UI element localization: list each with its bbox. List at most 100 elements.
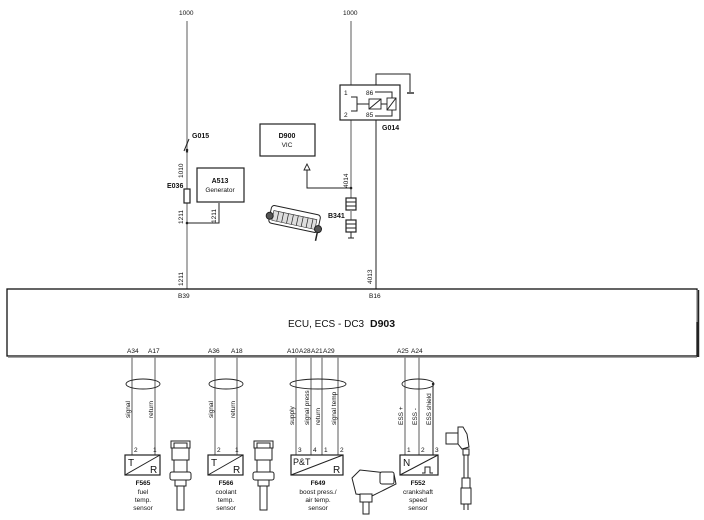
svg-text:2: 2 [421, 447, 425, 454]
pulse-icon [422, 466, 433, 474]
svg-text:signal: signal [125, 400, 132, 418]
sensor-wire-labels: signal return signal return supply signa… [125, 390, 433, 425]
svg-text:return: return [230, 401, 237, 418]
sensor-id: F649 [311, 480, 326, 487]
svg-text:1: 1 [235, 447, 239, 454]
svg-text:R: R [333, 465, 340, 476]
svg-text:1: 1 [407, 447, 411, 454]
svg-text:A29: A29 [323, 348, 335, 355]
wire-label-1211-gen: 1211 [211, 209, 218, 223]
svg-text:fuel: fuel [138, 489, 149, 496]
svg-text:speed: speed [409, 497, 427, 504]
svg-text:A18: A18 [231, 348, 243, 355]
svg-text:air temp.: air temp. [305, 497, 330, 504]
sensor-f565: 2 1 T R F565 fuel temp. sensor [124, 447, 161, 512]
svg-text:boost press./: boost press./ [299, 489, 336, 496]
ecu-bottom-pins: A34 A17 A36 A18 A10 A28 A21 A29 A25 A24 [127, 348, 423, 355]
svg-text:P&T: P&T [293, 457, 311, 467]
svg-text:1: 1 [324, 447, 328, 454]
svg-text:A28: A28 [299, 348, 311, 355]
svg-text:T: T [128, 458, 134, 469]
wire-label-1211-a: 1211 [178, 210, 185, 224]
wire-label-4013: 4013 [367, 269, 374, 284]
switch-label: G015 [192, 133, 209, 140]
svg-text:2: 2 [344, 112, 348, 119]
ecu-pin-b39: B39 [178, 293, 190, 300]
relay-g014: 1 2 86 85 G014 [339, 73, 414, 132]
vic-input-arrow [303, 162, 311, 171]
svg-text:ESS -: ESS - [412, 408, 419, 425]
wire-label-1010: 1010 [178, 163, 185, 178]
svg-text:sensor: sensor [408, 505, 428, 512]
svg-text:T: T [211, 458, 217, 469]
svg-text:2: 2 [134, 447, 138, 454]
connector-b341 [345, 197, 357, 239]
vic-id: D900 [279, 133, 296, 140]
fuse-e036 [183, 188, 191, 204]
vic-d900: D900 VIC [259, 123, 351, 189]
svg-text:1: 1 [153, 447, 157, 454]
speed-sensor-illustration [445, 426, 472, 510]
sensor-f649: 3 4 1 2 P&T R F649 boost press./ air tem… [290, 447, 344, 512]
sensor-wires [125, 357, 435, 455]
boost-sensor-illustration [351, 469, 397, 515]
svg-text:return: return [315, 408, 322, 425]
svg-text:86: 86 [366, 90, 374, 97]
generator-id: A513 [212, 178, 229, 185]
svg-text:ESS shield: ESS shield [426, 393, 433, 425]
svg-text:2: 2 [217, 447, 221, 454]
wire-label-4014: 4014 [343, 173, 350, 188]
connector-illustration [265, 205, 322, 241]
svg-text:sensor: sensor [133, 505, 153, 512]
supply-label-left: 1000 [179, 10, 194, 17]
vic-name: VIC [282, 142, 293, 149]
svg-text:signal press: signal press [304, 390, 311, 425]
svg-text:A10: A10 [287, 348, 299, 355]
connector-label: B341 [328, 213, 345, 220]
svg-text:A24: A24 [411, 348, 423, 355]
sensor-id: F566 [219, 480, 234, 487]
supply-label-right: 1000 [343, 10, 358, 17]
svg-text:crankshaft: crankshaft [403, 489, 433, 496]
generator-a513: A513 Generator [196, 167, 245, 203]
svg-text:3: 3 [298, 447, 302, 454]
svg-text:3: 3 [435, 447, 439, 454]
right-branch: 1000 4014 B341 4013 [328, 10, 377, 289]
svg-text:N: N [403, 458, 410, 469]
ecu-d903: B39 B16 ECU, ECS - DC3 D903 [6, 288, 700, 358]
ecu-pin-b16: B16 [369, 293, 381, 300]
ecu-title: ECU, ECS - DC3 [288, 319, 365, 330]
generator-name: Generator [205, 187, 235, 194]
svg-text:A25: A25 [397, 348, 409, 355]
svg-text:temp.: temp. [218, 497, 234, 504]
svg-text:coolant: coolant [216, 489, 237, 496]
svg-text:signal: signal [208, 400, 215, 418]
wire-label-1211-b: 1211 [178, 272, 185, 286]
svg-text:4: 4 [313, 447, 317, 454]
svg-text:sensor: sensor [216, 505, 236, 512]
svg-text:temp.: temp. [135, 497, 151, 504]
svg-text:R: R [233, 465, 240, 476]
svg-text:A17: A17 [148, 348, 160, 355]
wire-generator [187, 203, 220, 224]
svg-text:2: 2 [340, 447, 344, 454]
svg-text:1: 1 [344, 90, 348, 97]
fuse-label: E036 [167, 183, 183, 190]
relay-label: G014 [382, 125, 399, 132]
sensor-id: F552 [411, 480, 426, 487]
ecu-id: D903 [370, 318, 395, 330]
sensor-f566: 2 1 T R F566 coolant temp. sensor [207, 447, 244, 512]
svg-text:R: R [150, 465, 157, 476]
svg-text:sensor: sensor [308, 505, 328, 512]
left-branch: 1000 G015 1010 E036 1211 1211 1211 [167, 10, 220, 289]
svg-text:A36: A36 [208, 348, 220, 355]
svg-text:A34: A34 [127, 348, 139, 355]
svg-text:signal temp: signal temp [331, 391, 338, 425]
svg-text:A21: A21 [311, 348, 323, 355]
svg-text:85: 85 [366, 112, 374, 119]
sensor-id: F565 [136, 480, 151, 487]
temp-sensor-illustration-2 [252, 440, 275, 511]
svg-text:ESS +: ESS + [398, 406, 405, 425]
temp-sensor-illustration-1 [169, 440, 192, 511]
